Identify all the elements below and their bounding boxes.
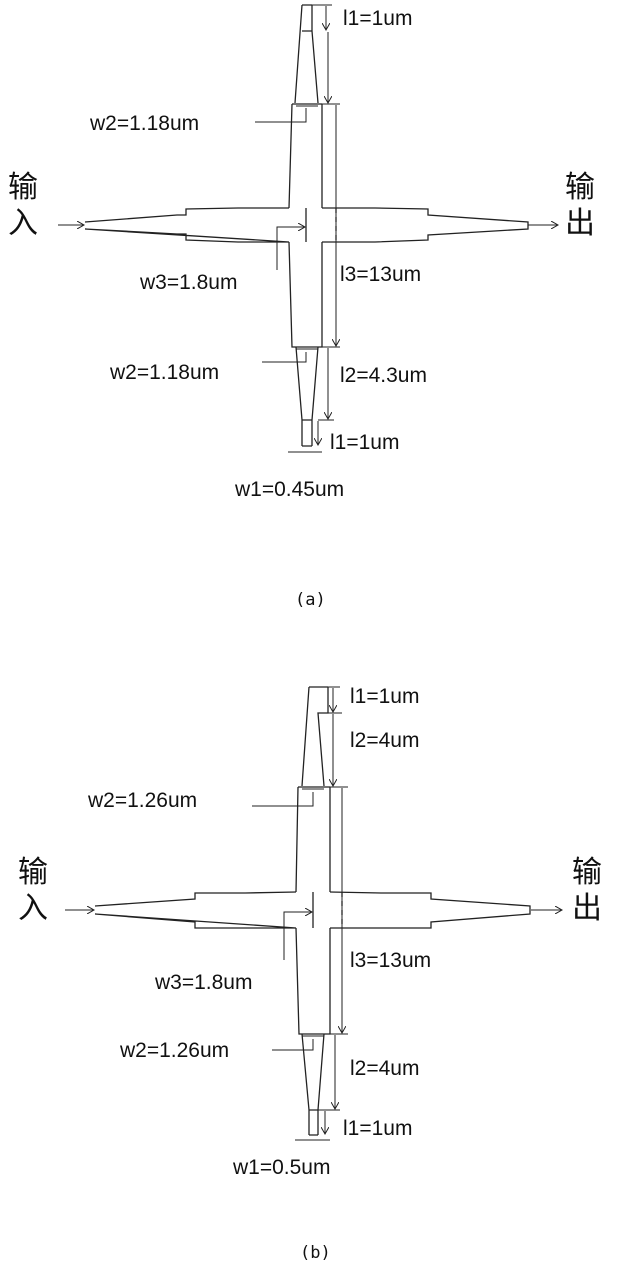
figure-b-drawing (65, 687, 562, 1140)
dim-w2-top: w2=1.26um (88, 790, 197, 811)
dim-w2-bottom: w2=1.26um (120, 1040, 229, 1061)
output-label: 输出 (572, 855, 606, 927)
dim-l2-top: l2=4um (350, 730, 419, 751)
dim-l2-bottom: l2=4.3um (340, 365, 427, 386)
dim-w2-top: w2=1.18um (90, 113, 199, 134)
dim-l3: l3=13um (340, 264, 421, 285)
output-label: 输出 (565, 170, 599, 242)
dim-w1: w1=0.5um (233, 1157, 330, 1178)
dim-w3: w3=1.8um (155, 972, 252, 993)
dim-l1-bottom: l1=1um (343, 1118, 412, 1139)
dim-w3: w3=1.8um (140, 272, 237, 293)
figure-a-drawing (58, 5, 558, 452)
dim-l1-bottom: l1=1um (330, 432, 399, 453)
dim-l2-bottom: l2=4um (350, 1058, 419, 1079)
dim-l1-top: l1=1um (343, 8, 412, 29)
dim-w2-bottom: w2=1.18um (110, 362, 219, 383)
dimension-lines (252, 687, 348, 1140)
input-label: 输入 (8, 170, 42, 242)
dim-l1-top: l1=1um (350, 686, 419, 707)
caption-b: (b) (300, 1243, 331, 1263)
caption-a: (a) (295, 590, 326, 610)
dim-l3: l3=13um (350, 950, 431, 971)
input-label: 输入 (18, 855, 52, 927)
dim-w1: w1=0.45um (235, 479, 344, 500)
